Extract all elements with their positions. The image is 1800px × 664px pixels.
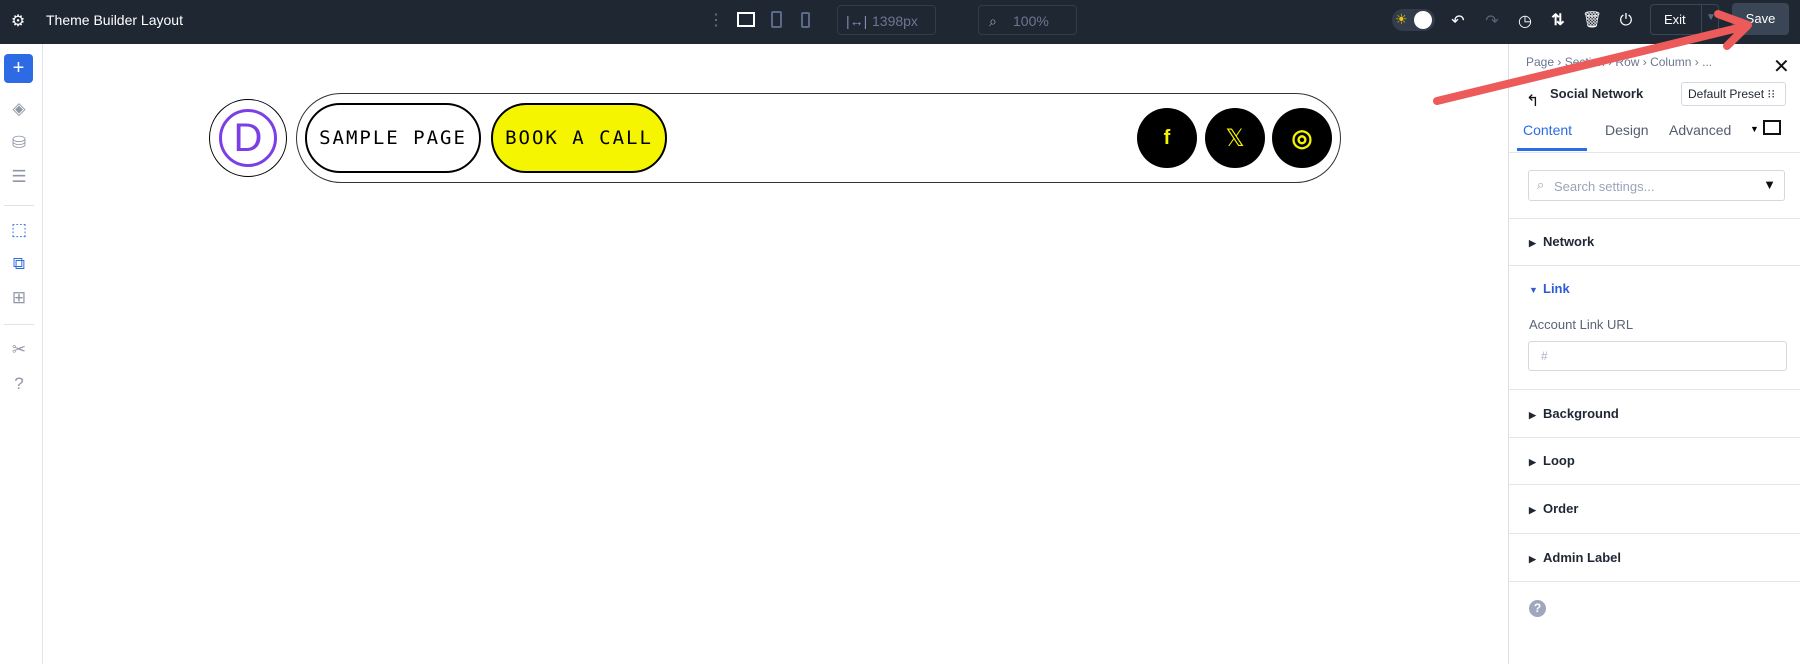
facebook-icon[interactable]: f — [1137, 108, 1197, 168]
select-icon[interactable]: ⬚ — [10, 220, 28, 239]
caret-right-icon: ▶ — [1529, 410, 1536, 420]
section-label: Admin Label — [1543, 550, 1622, 565]
width-value: 1398px — [872, 13, 918, 29]
more-vertical-icon[interactable]: ⋮ — [708, 12, 724, 29]
instagram-icon[interactable]: ◎ — [1272, 108, 1332, 168]
power-icon[interactable]: ⏻ — [1619, 12, 1633, 29]
zoom-value: 100% — [1013, 13, 1049, 29]
database-icon[interactable]: ⛁ — [11, 133, 27, 152]
divider — [4, 205, 34, 206]
tab-advanced[interactable]: Advanced — [1669, 122, 1732, 138]
section-network[interactable]: ▶ Network — [1529, 234, 1594, 249]
breadcrumb: Page › Section › Row › Column › ... — [1526, 55, 1713, 69]
divider — [1509, 152, 1800, 153]
page-title: Theme Builder Layout — [46, 12, 183, 28]
sun-icon: ☀ — [1395, 11, 1408, 27]
divider — [4, 324, 34, 325]
redo-icon[interactable]: ↷ — [1485, 13, 1499, 30]
close-icon[interactable]: ✕ — [1773, 56, 1790, 78]
nav-sample-page[interactable]: SAMPLE PAGE — [305, 103, 481, 173]
theme-toggle[interactable]: ☀ — [1392, 9, 1435, 31]
divider — [1509, 265, 1800, 266]
divider — [1509, 484, 1800, 485]
account-link-input[interactable]: # — [1528, 341, 1787, 371]
caret-right-icon: ▶ — [1529, 505, 1536, 515]
width-input[interactable]: |↔| 1398px — [837, 5, 936, 35]
tablet-view-icon[interactable] — [771, 11, 782, 28]
layers-icon[interactable]: ◈ — [12, 99, 26, 118]
tab-content[interactable]: Content — [1523, 122, 1573, 138]
tab-design[interactable]: Design — [1605, 122, 1649, 138]
width-icon: |↔| — [846, 13, 868, 29]
logo[interactable]: D — [209, 99, 287, 177]
layout-icon[interactable]: ☰ — [11, 167, 27, 186]
section-link[interactable]: ▼ Link — [1529, 281, 1570, 296]
divider — [1509, 389, 1800, 390]
logo-letter: D — [219, 109, 277, 167]
chevron-down-icon[interactable]: ▼ — [1706, 12, 1716, 23]
tools-icon[interactable]: ✂ — [11, 340, 27, 359]
help-icon[interactable]: ? — [14, 374, 24, 393]
divider — [1509, 437, 1800, 438]
caret-right-icon: ▶ — [1529, 238, 1536, 248]
x-twitter-icon[interactable]: 𝕏 — [1205, 108, 1265, 168]
zoom-icon: ⌕ — [989, 13, 997, 29]
plus-icon[interactable]: + — [4, 54, 33, 83]
breadcrumb-section[interactable]: Section — [1564, 55, 1605, 69]
section-order[interactable]: ▶ Order — [1529, 501, 1578, 516]
divider — [1509, 533, 1800, 534]
back-arrow-icon[interactable]: ↰ — [1526, 93, 1540, 110]
search-icon: ⌕ — [1537, 177, 1545, 192]
section-label: Loop — [1543, 453, 1575, 468]
module-title: Social Network — [1550, 86, 1644, 101]
save-button[interactable]: Save — [1732, 3, 1789, 35]
breadcrumb-more[interactable]: ... — [1702, 55, 1713, 69]
desktop-view-icon[interactable] — [737, 12, 755, 27]
phone-view-icon[interactable] — [801, 12, 810, 28]
section-label: Background — [1543, 406, 1619, 421]
help-icon[interactable]: ? — [1529, 600, 1546, 617]
nav-container — [296, 93, 1341, 183]
toggle-knob — [1414, 11, 1432, 29]
account-link-label: Account Link URL — [1529, 317, 1634, 332]
section-label: Network — [1543, 234, 1595, 249]
breadcrumb-row[interactable]: Row — [1615, 55, 1640, 69]
divider — [1509, 218, 1800, 219]
top-toolbar: ⚙ Theme Builder Layout ⋮ |↔| 1398px ⌕ 10… — [0, 0, 1800, 44]
left-sidebar: + ◈ ⛁ ☰ ⬚ ⧉ ⊞ ✂ ? — [0, 44, 43, 664]
exit-button-group: Exit ▼ — [1650, 4, 1719, 35]
divider — [1509, 581, 1800, 582]
gear-icon[interactable]: ⚙ — [10, 13, 26, 30]
desktop-view-icon[interactable] — [1763, 120, 1781, 135]
sort-icon[interactable]: ⇅ — [1551, 12, 1565, 29]
undo-icon[interactable]: ↶ — [1451, 13, 1465, 30]
exit-button[interactable]: Exit — [1664, 12, 1686, 27]
filter-icon[interactable]: ▼ — [1763, 177, 1776, 192]
search-placeholder: Search settings... — [1554, 179, 1655, 194]
section-background[interactable]: ▶ Background — [1529, 406, 1619, 421]
history-icon[interactable]: ◷ — [1518, 13, 1532, 30]
preset-icon: ⁝⁝ — [1767, 87, 1776, 101]
active-tab-indicator — [1517, 148, 1587, 151]
caret-down-icon: ▼ — [1529, 285, 1538, 295]
caret-right-icon: ▶ — [1529, 457, 1536, 467]
search-settings-input[interactable]: ⌕ Search settings... ▼ — [1528, 170, 1785, 201]
settings-panel: Page › Section › Row › Column › ... ✕ ↰ … — [1508, 44, 1800, 664]
section-label: Order — [1543, 501, 1579, 516]
trash-icon[interactable]: 🗑 — [1582, 12, 1603, 29]
divider — [1701, 5, 1702, 34]
chevron-down-icon[interactable]: ▼ — [1750, 124, 1759, 134]
breadcrumb-column[interactable]: Column — [1650, 55, 1692, 69]
preset-select[interactable]: Default Preset ⁝⁝ — [1681, 82, 1786, 106]
multi-select-icon[interactable]: ⧉ — [12, 254, 26, 273]
section-admin-label[interactable]: ▶ Admin Label — [1529, 550, 1621, 565]
section-loop[interactable]: ▶ Loop — [1529, 453, 1575, 468]
preset-label: Default Preset — [1688, 87, 1765, 101]
section-label: Link — [1543, 281, 1570, 296]
preview-icon[interactable]: ⊞ — [11, 288, 27, 307]
breadcrumb-page[interactable]: Page — [1526, 55, 1555, 69]
nav-book-a-call-button[interactable]: BOOK A CALL — [491, 103, 667, 173]
zoom-input[interactable]: ⌕ 100% — [978, 5, 1077, 35]
caret-right-icon: ▶ — [1529, 554, 1536, 564]
